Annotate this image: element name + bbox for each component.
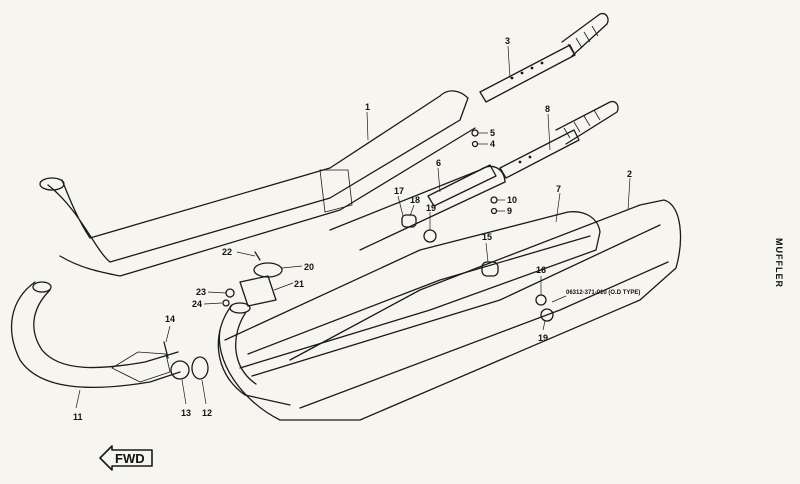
callout-17: 17	[394, 186, 404, 196]
callout-12: 12	[202, 408, 212, 418]
part-note: 06312-371-010 (O.D TYPE)	[566, 290, 640, 296]
callout-9: 9	[507, 206, 512, 216]
callout-20: 20	[304, 262, 314, 272]
callout-7: 7	[556, 184, 561, 194]
callout-16: 16	[536, 265, 546, 275]
callout-19-upper: 19	[426, 203, 436, 213]
callout-8: 8	[545, 104, 550, 114]
callout-14: 14	[165, 314, 175, 324]
forward-label: FWD	[115, 451, 145, 466]
callout-24: 24	[192, 299, 202, 309]
section-title: MUFFLER	[774, 238, 784, 288]
callout-1: 1	[365, 102, 370, 112]
callout-23: 23	[196, 287, 206, 297]
muffler-2	[218, 199, 682, 421]
hardware	[163, 129, 554, 380]
callout-15: 15	[482, 232, 492, 242]
muffler-1	[39, 90, 476, 277]
callout-4: 4	[490, 139, 495, 149]
forward-arrow-icon: FWD	[99, 445, 153, 471]
callout-22: 22	[222, 247, 232, 257]
callout-3: 3	[505, 36, 510, 46]
callout-11: 11	[73, 412, 83, 422]
exhaust-pipe-11	[10, 281, 181, 389]
callout-18: 18	[410, 195, 420, 205]
callout-labels: 1 2 3 4 5 6 7 8 9 10 11 12 13 14 15 16 1…	[73, 36, 640, 422]
exhaust-pipe-front	[217, 302, 291, 406]
callout-2: 2	[627, 169, 632, 179]
callout-10: 10	[507, 195, 517, 205]
callout-21: 21	[294, 279, 304, 289]
baffle-tube-3	[479, 12, 609, 103]
callout-5: 5	[490, 128, 495, 138]
callout-13: 13	[181, 408, 191, 418]
baffle-tube-8	[499, 100, 619, 179]
tube-6	[427, 164, 497, 207]
leader-lines	[75, 45, 631, 409]
callout-6: 6	[436, 158, 441, 168]
callout-19-lower: 19	[538, 333, 548, 343]
